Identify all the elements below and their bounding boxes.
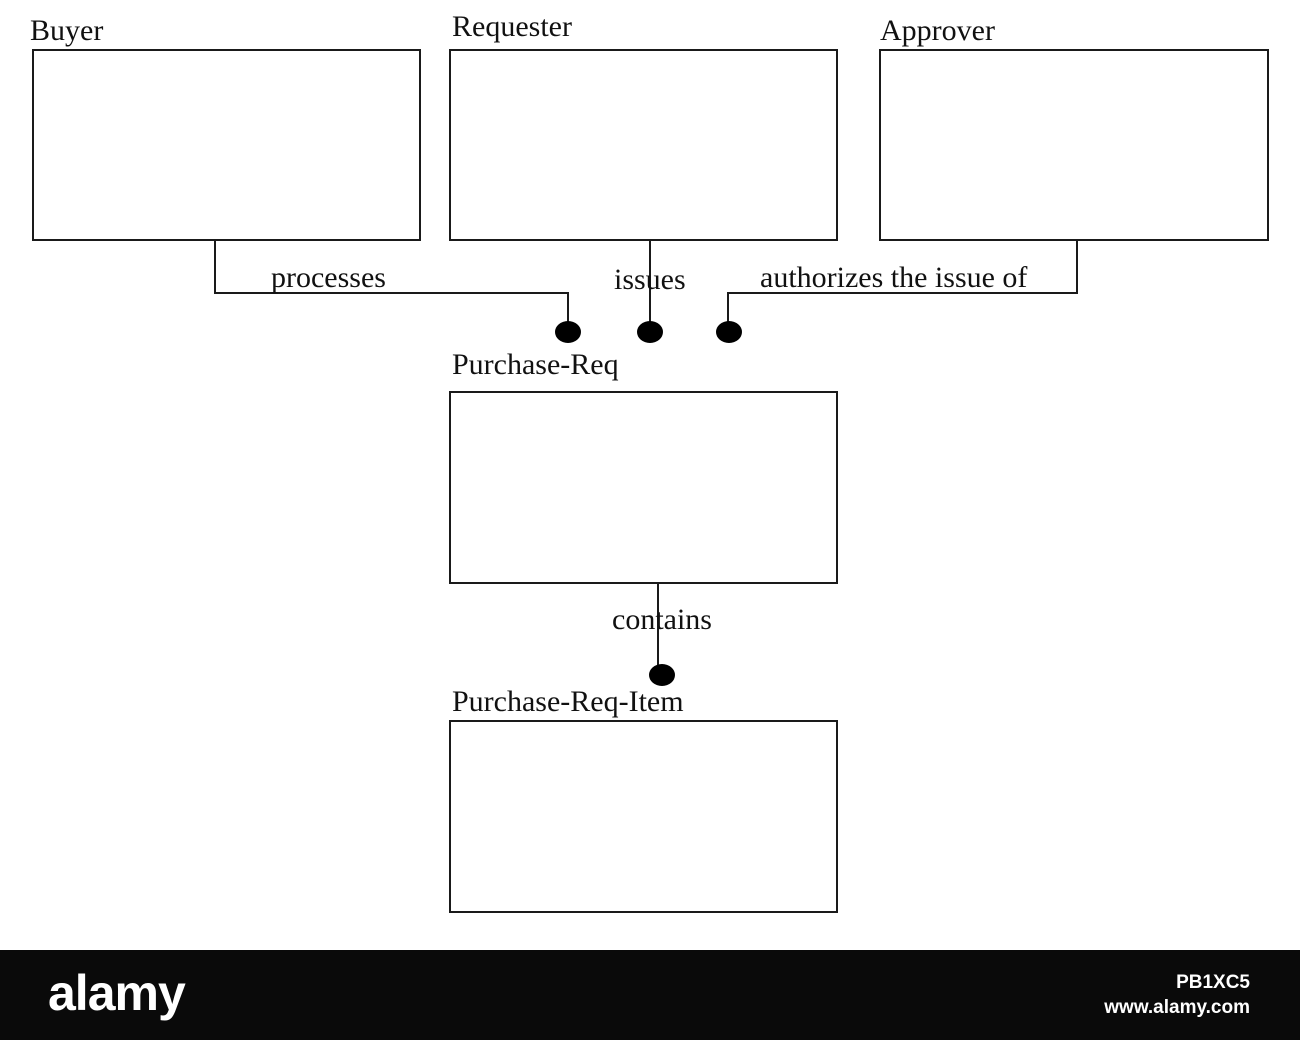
issues-many-dot [637,321,663,343]
purchase-req-item-box [449,720,838,913]
approver-box [879,49,1269,241]
stock-image-id: PB1XC5 www.alamy.com [1104,970,1250,1020]
buyer-box [32,49,421,241]
buyer-label: Buyer [30,14,103,47]
approver-label: Approver [880,14,995,47]
purchase-req-item-label: Purchase-Req-Item [452,685,684,718]
er-diagram: Buyer Requester Approver Purchase-Req Pu… [30,10,1269,913]
authorizes-line [727,240,1078,325]
requester-box [449,49,838,241]
processes-many-dot [555,321,581,343]
contains-many-dot [649,664,675,686]
contains-label: contains [612,603,712,636]
issues-label: issues [614,263,686,296]
processes-label: processes [271,261,386,294]
alamy-logo: alamy [48,965,186,1021]
image-id: PB1XC5 [1176,972,1250,993]
authorizes-many-dot [716,321,742,343]
purchase-req-label: Purchase-Req [452,348,619,381]
purchase-req-box [449,391,838,584]
watermark-footer: alamy PB1XC5 www.alamy.com [0,950,1300,1040]
authorizes-label: authorizes the issue of [760,261,1027,294]
processes-line [214,240,569,325]
requester-label: Requester [452,10,572,43]
site-url: www.alamy.com [1104,997,1250,1018]
